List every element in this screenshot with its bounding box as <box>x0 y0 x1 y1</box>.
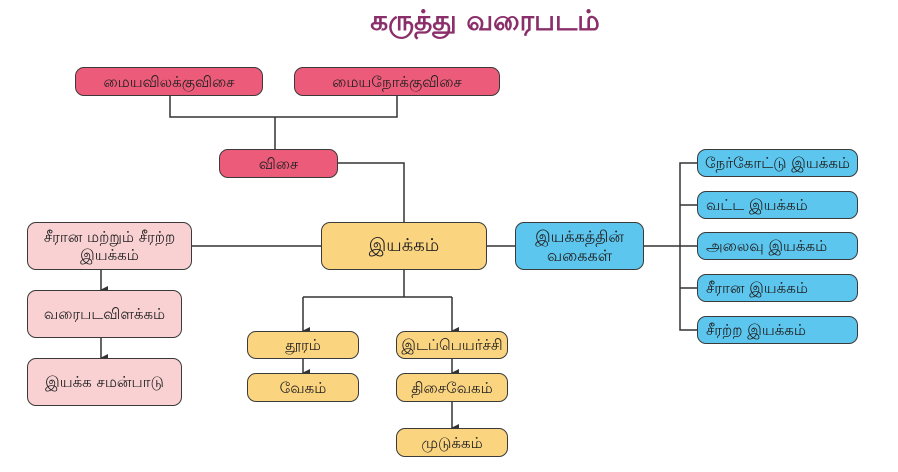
node-oscillatory-motion: அலைவு இயக்கம் <box>697 232 858 260</box>
node-centripetal-force: மையநோக்குவிசை <box>294 67 500 96</box>
diagram-title: கருத்து வரைபடம் <box>370 4 600 37</box>
node-speed: வேகம் <box>247 373 359 402</box>
node-distance: தூரம் <box>247 331 359 359</box>
force-motion-connector <box>338 162 405 222</box>
node-uniform-motion: சீரான இயக்கம் <box>697 274 858 302</box>
node-motion: இயக்கம் <box>321 222 487 270</box>
node-uniform-nonuniform: சீரான மற்றும் சீரற்ற இயக்கம் <box>27 222 192 270</box>
node-graphical-representation: வரைபடவிளக்கம் <box>27 290 182 338</box>
node-nonuniform-motion: சீரற்ற இயக்கம் <box>697 316 858 344</box>
node-linear-motion: நேர்கோட்டு இயக்கம் <box>697 149 858 177</box>
node-force: விசை <box>219 149 338 178</box>
node-acceleration: முடுக்கம் <box>396 428 508 457</box>
node-displacement: இடப்பெயர்ச்சி <box>396 331 508 359</box>
node-circular-motion: வட்ட இயக்கம் <box>697 191 858 219</box>
node-velocity: திசைவேகம் <box>396 373 508 402</box>
motion-down-connector <box>303 270 452 298</box>
node-centrifugal-force: மையவிலக்குவிசை <box>75 67 263 96</box>
node-equations-of-motion: இயக்க சமன்பாடு <box>27 358 182 406</box>
force-connector <box>169 95 398 149</box>
types-bracket <box>679 162 697 331</box>
node-types-of-motion: இயக்கத்தின் வகைகள் <box>515 222 644 270</box>
